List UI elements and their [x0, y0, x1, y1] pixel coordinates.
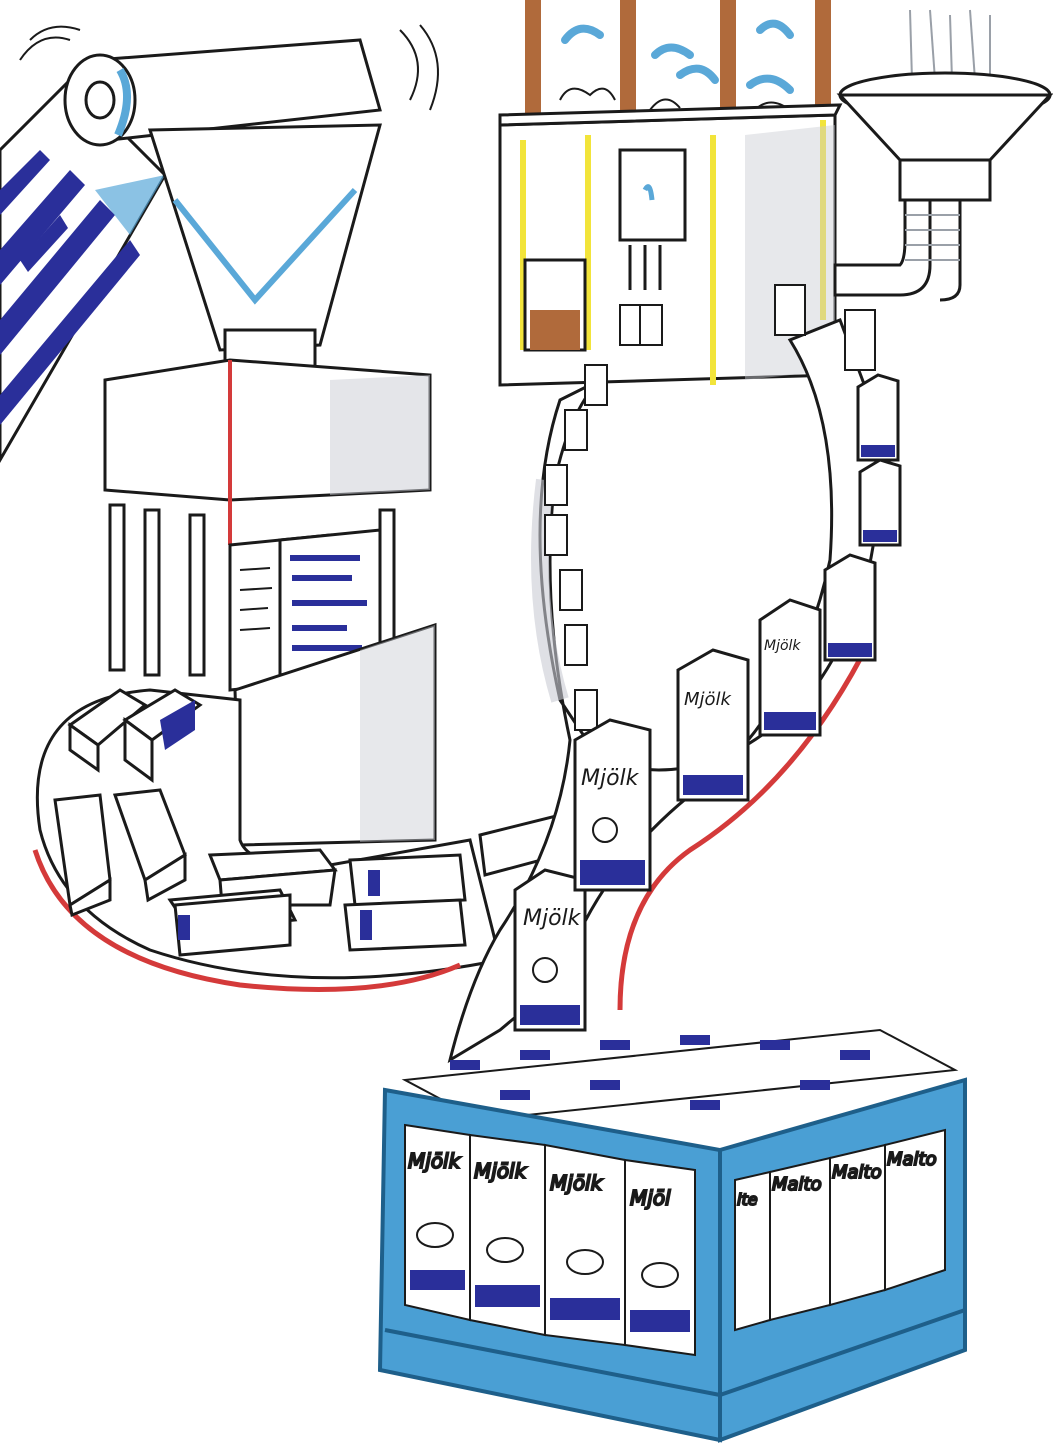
crate-front-cartons: Mjölk Mjölk Mjölk Mjöl — [404, 1123, 696, 1357]
crate-label: Maito — [772, 1174, 822, 1195]
cow-face-icon — [416, 1222, 679, 1288]
crate-carton: lte — [734, 1170, 771, 1332]
blank-6 — [167, 888, 298, 957]
blank-2 — [122, 688, 203, 783]
crate-carton: Maito — [829, 1143, 886, 1307]
milk-cartons-line: Mjölk Mjölk Mjölk Mjölk — [513, 373, 902, 1032]
crate-carton: Maito — [884, 1128, 946, 1292]
paper-web — [0, 77, 167, 463]
milk-carton: Mjölk — [758, 598, 822, 737]
crate-label: lte — [737, 1190, 758, 1209]
carton-label: Mjölk — [581, 766, 640, 791]
small-tubes — [544, 284, 876, 731]
milk-carton: Mjölk — [513, 868, 587, 1032]
crate-carton: Mjölk — [544, 1143, 626, 1347]
crate-carton: Maito — [769, 1156, 831, 1322]
milk-carton: Mjölk — [676, 648, 750, 802]
carton-label: Mjölk — [764, 638, 801, 654]
blank-3 — [53, 793, 112, 918]
milk-carton — [858, 458, 902, 547]
hopper-icon — [147, 123, 382, 372]
crate-carton: Mjöl — [624, 1158, 696, 1357]
funnel-icon — [833, 9, 1053, 302]
milk-pipes — [525, 0, 831, 125]
crate-label: Mjölk — [550, 1171, 604, 1195]
crate-label: Maito — [832, 1162, 882, 1183]
blank-7 — [343, 853, 467, 952]
milk-carton — [823, 553, 877, 662]
paper-roll-icon — [19, 24, 439, 147]
crate-label: Mjöl — [630, 1186, 671, 1210]
crate-label: Maito — [887, 1149, 937, 1170]
carton-label: Mjölk — [523, 906, 582, 931]
crate-label: Mjölk — [408, 1149, 462, 1173]
blank-1 — [67, 688, 148, 773]
carton-label: Mjölk — [684, 689, 733, 710]
filling-machine — [498, 103, 843, 387]
crate-label: Mjölk — [474, 1159, 528, 1183]
forming-machine — [103, 358, 437, 847]
crate-carton: Mjölk — [469, 1133, 546, 1337]
milk-carton — [856, 373, 900, 462]
milk-carton: Mjölk — [573, 718, 652, 892]
blank-4 — [112, 788, 187, 903]
crate-side-cartons: lte Maito Maito Maito — [734, 1128, 946, 1332]
milk-crate: Mjölk Mjölk Mjölk Mjöl — [377, 1028, 967, 1443]
